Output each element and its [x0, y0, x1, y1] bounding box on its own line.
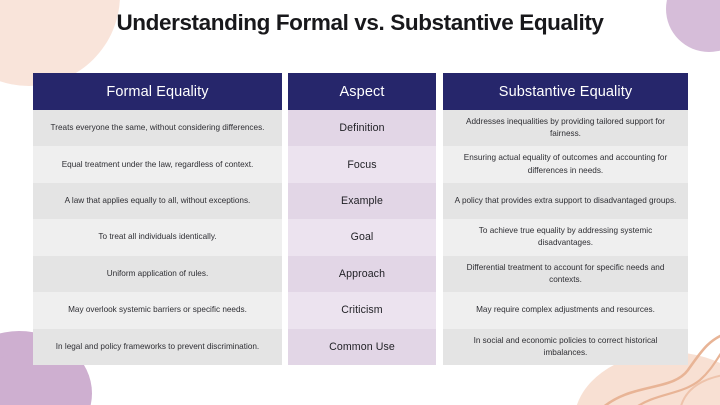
table-cell-substantive: Addresses inequalities by providing tail…	[443, 110, 688, 147]
table-cell-aspect: Common Use	[288, 328, 436, 365]
table-cell-substantive: Ensuring actual equality of outcomes and…	[443, 146, 688, 183]
row-gap	[436, 329, 443, 365]
table-cell-formal: Equal treatment under the law, regardles…	[33, 146, 282, 183]
table-cell-substantive: To achieve true equality by addressing s…	[443, 219, 688, 256]
page-title: Understanding Formal vs. Substantive Equ…	[116, 10, 604, 35]
row-gap	[436, 292, 443, 328]
column-header-formal-equality: Formal Equality	[33, 73, 282, 110]
table-cell-aspect: Example	[288, 182, 436, 220]
column-gap-right	[436, 73, 443, 110]
row-gap	[436, 219, 443, 255]
comparison-table: Formal Equality Aspect Substantive Equal…	[33, 73, 688, 365]
table-cell-substantive: A policy that provides extra support to …	[443, 182, 688, 220]
column-header-substantive-equality: Substantive Equality	[443, 73, 688, 110]
row-gap	[436, 146, 443, 182]
table-cell-substantive: In social and economic policies to corre…	[443, 328, 688, 365]
table-cell-aspect: Goal	[288, 219, 436, 256]
column-header-aspect: Aspect	[288, 73, 436, 110]
table-cell-formal: To treat all individuals identically.	[33, 219, 282, 256]
row-gap	[436, 183, 443, 219]
row-gap	[436, 256, 443, 292]
table-cell-formal: May overlook systemic barriers or specif…	[33, 292, 282, 329]
table-cell-aspect: Focus	[288, 146, 436, 183]
table-cell-formal: Treats everyone the same, without consid…	[33, 110, 282, 147]
table-cell-formal: Uniform application of rules.	[33, 255, 282, 293]
table-cell-substantive: Differential treatment to account for sp…	[443, 255, 688, 293]
table-cell-formal: A law that applies equally to all, witho…	[33, 182, 282, 220]
table-cell-aspect: Definition	[288, 110, 436, 147]
table-cell-aspect: Criticism	[288, 292, 436, 329]
table-cell-substantive: May require complex adjustments and reso…	[443, 292, 688, 329]
table-cell-aspect: Approach	[288, 255, 436, 293]
table-cell-formal: In legal and policy frameworks to preven…	[33, 328, 282, 365]
row-gap	[436, 110, 443, 146]
